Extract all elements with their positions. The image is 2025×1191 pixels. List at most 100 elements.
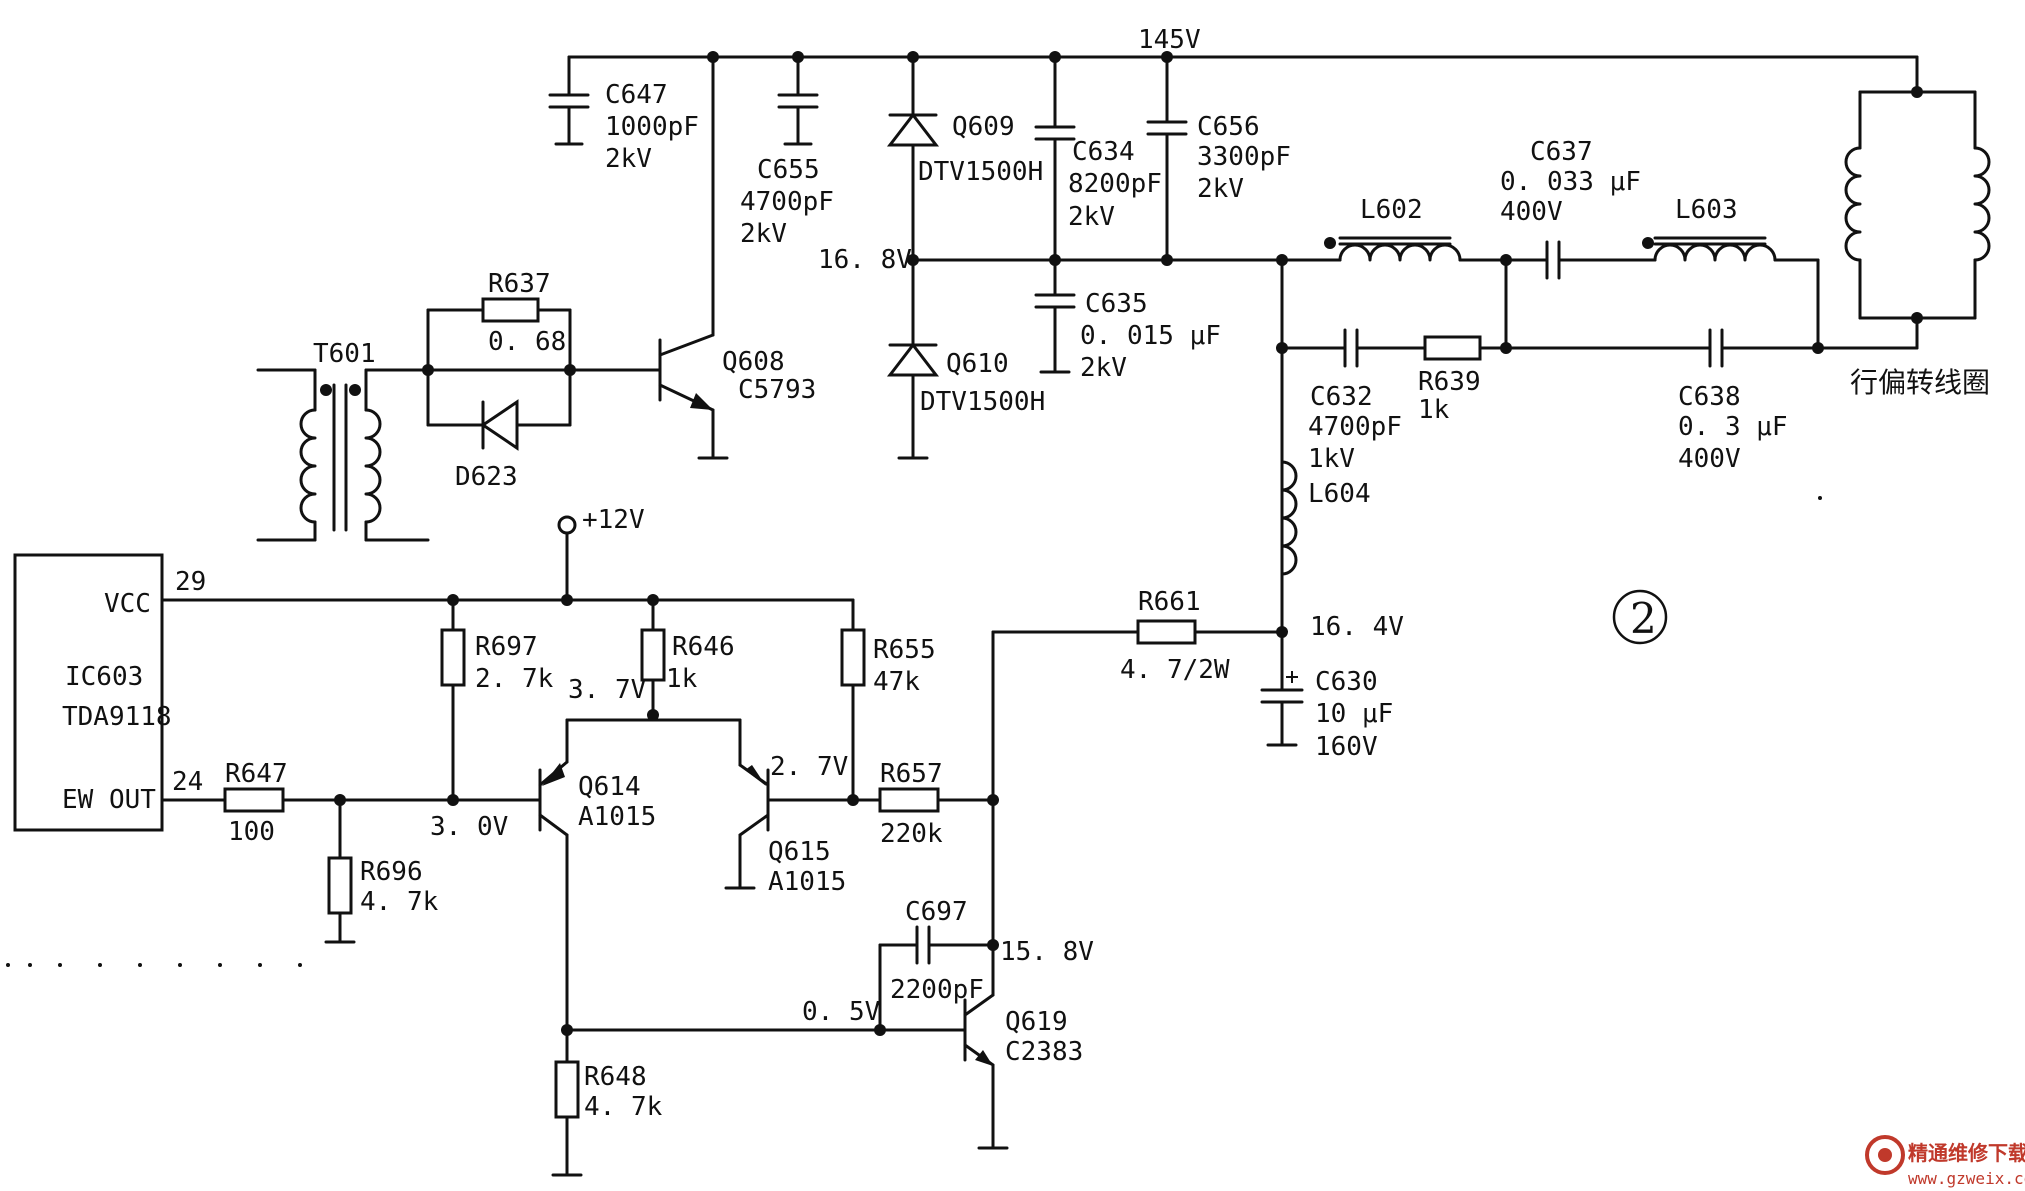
wire-c632-branch [1276,258,1347,612]
resistor-r697 [440,598,466,802]
watermark-url: www.gzweix.com [1908,1169,2025,1188]
capacitor-c697 [878,925,999,1032]
diode-d623 [480,399,519,451]
label-ic603-type: TDA9118 [62,702,172,732]
label-16-4v: 16. 4V [1310,612,1404,642]
capacitor-c630 [1260,630,1304,747]
diode-q609 [886,51,940,262]
label-r661-value: 4. 7/2W [1120,655,1230,685]
capacitor-c635 [1034,258,1076,374]
label-c630-value: 10 μF [1315,699,1393,729]
label-c655-value: 4700pF [740,187,834,217]
label-r639-value: 1k [1418,395,1450,425]
label-l602: L602 [1360,195,1423,225]
transistor-q615 [724,763,855,890]
inductor-l602 [1280,236,1508,262]
capacitor-c632 [1343,328,1427,368]
label-c656: C656 [1197,112,1260,142]
label-c647-value: 1000pF [605,112,699,142]
label-c697-value: 2200pF [890,975,984,1005]
label-c637: C637 [1530,137,1593,167]
resistor-r647 [223,787,285,813]
resistor-r648 [551,1028,583,1177]
label-r647-value: 100 [228,817,275,847]
inductor-l603 [1642,236,1820,350]
label-r637: R637 [488,269,551,299]
label-c634: C634 [1072,137,1135,167]
label-16-8v: 16. 8V [818,245,912,275]
label-q608: Q608 [722,347,785,377]
label-c634-voltage: 2kV [1068,202,1115,232]
label-pin-29: 29 [175,567,206,597]
label-q619: Q619 [1005,1007,1068,1037]
resistor-r655 [840,628,866,806]
label-r657-value: 220k [880,819,943,849]
label-c635: C635 [1085,289,1148,319]
capacitor-c655 [777,51,819,146]
label-ic603: IC603 [65,662,143,692]
label-q609: Q609 [952,112,1015,142]
label-t601: T601 [313,339,376,369]
label-c655: C655 [757,155,820,185]
wire-r661 [991,572,1288,947]
label-q614: Q614 [578,772,641,802]
label-vcc: VCC [104,589,151,619]
label-2-7v: 2. 7V [770,752,848,782]
capacitor-c637 [1504,240,1657,280]
diode-q610 [886,254,940,460]
resistor-r661 [1136,619,1197,645]
label-c647-voltage: 2kV [605,144,652,174]
label-r648-value: 4. 7k [584,1092,663,1122]
label-c632-value: 4700pF [1308,412,1402,442]
ic603-box [13,553,164,832]
label-145v: 145V [1138,25,1201,55]
label-r661: R661 [1138,587,1201,617]
resistor-r637 [481,297,540,323]
label-c638-voltage: 400V [1678,444,1741,474]
label-c656-value: 3300pF [1197,142,1291,172]
label-c635-value: 0. 015 μF [1080,321,1221,351]
label-r637-value: 0. 68 [488,327,566,357]
label-q610-type: DTV1500H [920,387,1045,417]
transformer-t601 [256,368,430,542]
watermark-text: 精通维修下载 [1908,1141,2025,1165]
label-q614-type: A1015 [578,802,656,832]
junction [707,51,719,63]
label-3-0v: 3. 0V [430,812,508,842]
resistor-r646 [640,598,742,767]
label-c638-value: 0. 3 μF [1678,412,1788,442]
label-ew-out: EW OUT [62,785,156,815]
wire-ew-out [160,794,542,806]
capacitor-c647 [548,55,590,146]
label-3-7v: 3. 7V [568,675,646,705]
capacitor-c634 [1034,51,1076,266]
label-c638: C638 [1678,382,1741,412]
resistor-r639 [1423,258,1712,361]
wire-q619-base [565,1024,967,1036]
label-r648: R648 [584,1062,647,1092]
label-r697: R697 [475,632,538,662]
label-r655-value: 47k [873,667,920,697]
scan-artifacts [6,496,1822,967]
label-c637-voltage: 400V [1500,197,1563,227]
resistor-r696 [324,798,356,944]
label-c632-voltage: 1kV [1308,444,1355,474]
label-l603: L603 [1675,195,1738,225]
label-c656-voltage: 2kV [1197,174,1244,204]
label-plus-12v: +12V [582,505,645,535]
label-q619-type: C2383 [1005,1037,1083,1067]
transistor-q619 [963,943,1009,1150]
label-r646-value: 1k [666,664,698,694]
label-d623: D623 [455,462,518,492]
watermark-logo [1865,1135,1905,1175]
label-r646: R646 [672,632,735,662]
label-r639: R639 [1418,367,1481,397]
label-r647: R647 [225,759,288,789]
rail-145v [567,55,1919,94]
label-pin-24: 24 [172,767,203,797]
label-c647: C647 [605,80,668,110]
label-c630-voltage: 160V [1315,732,1378,762]
label-r697-value: 2. 7k [475,664,554,694]
rail-12v [160,515,855,632]
